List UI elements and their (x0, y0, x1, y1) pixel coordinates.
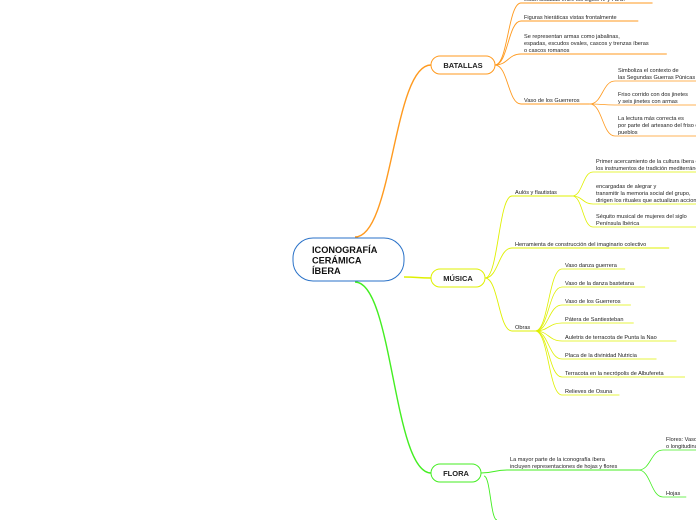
connector (535, 286, 563, 332)
topic-label: BATALLAS (443, 61, 482, 70)
topic-label: MÚSICA (443, 274, 473, 283)
topic-label: FLORA (443, 469, 469, 478)
connector (403, 276, 432, 279)
connector (535, 304, 563, 332)
connector (494, 64, 522, 105)
root-node[interactable] (292, 237, 405, 282)
subtopic-label: Obras (515, 325, 530, 331)
connector (638, 469, 664, 498)
detail-label: Terracota en la necrópolis de Albufereta (565, 371, 664, 377)
detail-label: Placa de la divinidad Nutricia (565, 353, 638, 359)
connector (354, 281, 432, 474)
subtopic-label: Aulós y flautistas (515, 190, 557, 196)
topic-node-0[interactable] (430, 55, 496, 75)
subtopic-label: Se representan armas como jabalinas,espa… (524, 34, 649, 54)
subtopic-label: Herramienta de construcción del imaginar… (515, 242, 646, 248)
detail-label: Relieves de Osuna (565, 389, 613, 395)
connector (484, 195, 513, 279)
connector (572, 195, 594, 228)
connector (535, 330, 563, 396)
connectors (354, 2, 696, 520)
subtopic-label: Figuras hieráticas vistas frontalmente (524, 15, 617, 21)
connector (494, 20, 522, 66)
connector (484, 277, 513, 332)
connector (354, 64, 432, 238)
connector (572, 171, 594, 197)
detail-label: Auletris de terracota de Punta la Nao (565, 335, 657, 341)
topic-node-1[interactable] (430, 268, 486, 288)
connector (494, 53, 522, 66)
connector (535, 268, 563, 332)
detail-label: Hojas (666, 491, 681, 497)
connector (480, 469, 508, 474)
subtopic-label: están situadas entre los siglos IV y I a… (524, 0, 625, 3)
connector (535, 330, 563, 378)
detail-label: Pátera de Santiesteban (565, 317, 623, 323)
connector (484, 247, 513, 279)
connector (589, 103, 616, 106)
detail-label: Vaso de los Guerreros (565, 299, 621, 305)
detail-label: Vaso de la danza bastetana (565, 281, 635, 287)
subtopic-label: Vaso de los Guerreros (524, 98, 580, 104)
connector (483, 475, 498, 520)
connector (535, 322, 563, 332)
connector (494, 2, 522, 66)
connector (638, 449, 664, 471)
detail-label: Vaso danza guerrera (565, 263, 618, 269)
connector (589, 103, 616, 137)
detail-label: Primer acercamiento de la cultura íbera … (596, 159, 696, 172)
topic-node-2[interactable] (430, 463, 482, 483)
connector (589, 80, 616, 105)
